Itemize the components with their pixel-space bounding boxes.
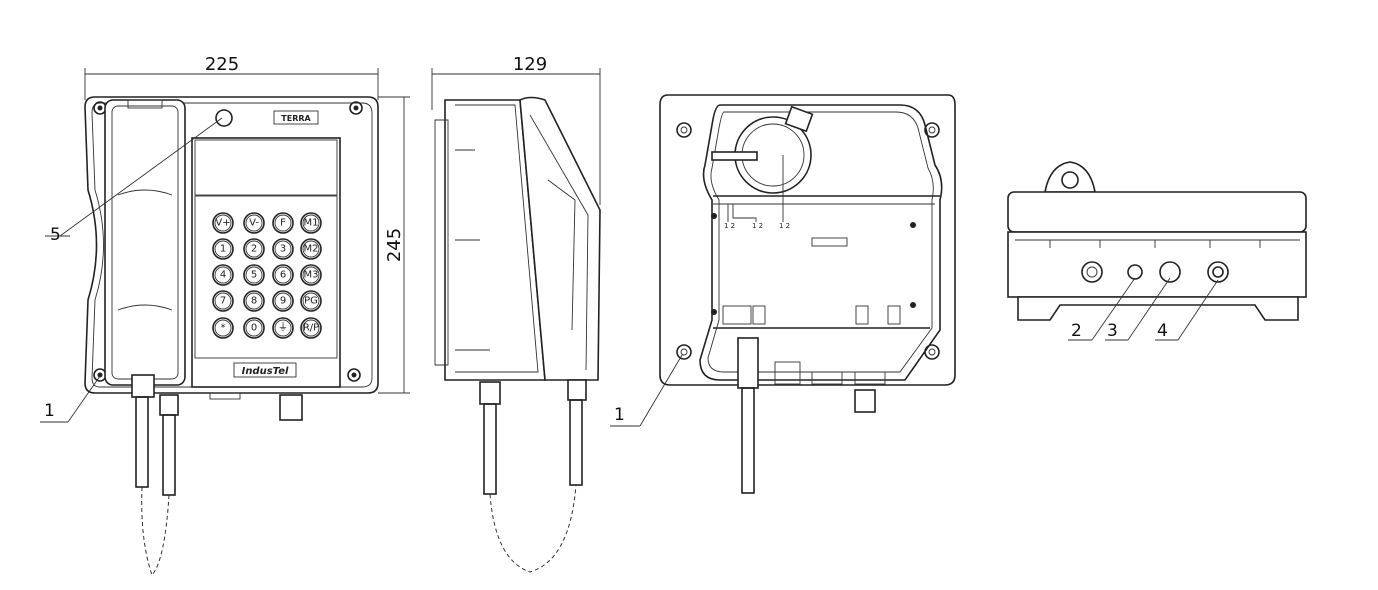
keypad-key-label: M2 xyxy=(304,244,319,255)
keypad-key-label: R/P xyxy=(303,323,319,334)
callout-2: 2 xyxy=(1071,321,1082,341)
keypad-key[interactable]: 2 xyxy=(243,238,265,260)
callout-5: 5 xyxy=(50,225,61,245)
keypad-key[interactable]: 8 xyxy=(243,290,265,312)
callout-1-back: 1 xyxy=(614,405,625,425)
keypad-key[interactable]: F xyxy=(272,212,294,234)
keypad: V+ V- F M1 1 2 3 M2 4 5 6 M3 7 8 9 PG * 0 ⏚ R/P xyxy=(212,212,322,339)
keypad-key-label: PG xyxy=(304,296,318,307)
keypad-key[interactable]: 4 xyxy=(212,264,234,286)
keypad-key[interactable]: 9 xyxy=(272,290,294,312)
keypad-key-label: * xyxy=(221,323,226,334)
back-view-open: 1 2 1 2 1 2 1 xyxy=(610,94,956,494)
keypad-key-label: 2 xyxy=(251,244,257,255)
keypad-key-label: 8 xyxy=(251,296,257,307)
cable-glands xyxy=(131,374,303,421)
keypad-key-label: F xyxy=(280,218,286,229)
keypad-panel xyxy=(194,195,338,359)
keypad-key-label: 3 xyxy=(280,244,286,255)
svg-text:1 2: 1 2 xyxy=(779,222,790,230)
keypad-key[interactable]: M1 xyxy=(300,212,322,234)
keypad-key-label: 5 xyxy=(251,270,257,281)
depth-dimension-label: 129 xyxy=(513,54,547,75)
bottom-view: 2 3 4 xyxy=(1007,161,1307,341)
svg-text:1 2: 1 2 xyxy=(724,222,735,230)
terminal-labels: 1 2 1 2 1 2 xyxy=(724,222,790,230)
keypad-key[interactable]: V- xyxy=(243,212,265,234)
keypad-key-label: 7 xyxy=(220,296,226,307)
callout-1-front: 1 xyxy=(44,401,55,421)
keypad-key-label: 0 xyxy=(251,323,257,334)
keypad-key-label: M1 xyxy=(304,218,319,229)
keypad-key[interactable]: 3 xyxy=(272,238,294,260)
height-dimension-label: 245 xyxy=(384,228,405,262)
width-dimension-label: 225 xyxy=(205,54,239,75)
brand-label-top: TERRA xyxy=(281,114,311,123)
keypad-key[interactable]: M3 xyxy=(300,264,322,286)
keypad-key-label: M3 xyxy=(304,270,319,281)
keypad-key-label: V- xyxy=(249,218,259,229)
keypad-key-label: 9 xyxy=(280,296,286,307)
display-window xyxy=(194,139,338,196)
keypad-key[interactable]: 0 xyxy=(243,317,265,339)
callout-3: 3 xyxy=(1107,321,1118,341)
keypad-key[interactable]: V+ xyxy=(212,212,234,234)
handset[interactable] xyxy=(104,99,186,386)
keypad-key-label: 1 xyxy=(220,244,226,255)
front-view: 225 245 TERRA V+V-F xyxy=(40,54,410,576)
indicator-led-icon xyxy=(215,109,233,127)
keypad-key[interactable]: 7 xyxy=(212,290,234,312)
keypad-key[interactable]: 1 xyxy=(212,238,234,260)
pcb-connector xyxy=(811,237,848,247)
keypad-key[interactable]: * xyxy=(212,317,234,339)
keypad-key-label: V+ xyxy=(215,218,230,229)
keypad-key-label: ⏚ xyxy=(278,322,288,334)
callout-4: 4 xyxy=(1157,321,1168,341)
keypad-key[interactable]: 5 xyxy=(243,264,265,286)
keypad-key-label: 6 xyxy=(280,270,286,281)
keypad-key[interactable]: ⏚ xyxy=(272,317,294,339)
brand-label-bottom: IndusTel xyxy=(242,366,289,377)
svg-text:1 2: 1 2 xyxy=(752,222,763,230)
keypad-key[interactable]: R/P xyxy=(300,317,322,339)
keypad-key[interactable]: 6 xyxy=(272,264,294,286)
spiral-cables xyxy=(135,396,176,576)
keypad-key-label: 4 xyxy=(220,270,226,281)
gland-icon xyxy=(1081,261,1103,283)
side-view: 129 xyxy=(431,54,601,573)
keypad-key[interactable]: M2 xyxy=(300,238,322,260)
keypad-key[interactable]: PG xyxy=(300,290,322,312)
fixing-screws xyxy=(93,101,363,382)
